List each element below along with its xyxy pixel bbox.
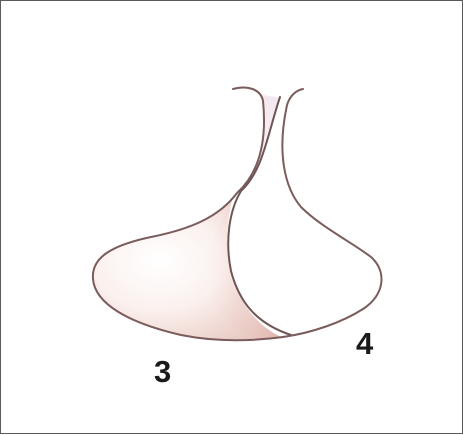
- label-chamber-3: 3: [154, 356, 171, 387]
- right-chamber-4: [227, 88, 381, 337]
- label-chamber-4: 4: [356, 328, 373, 359]
